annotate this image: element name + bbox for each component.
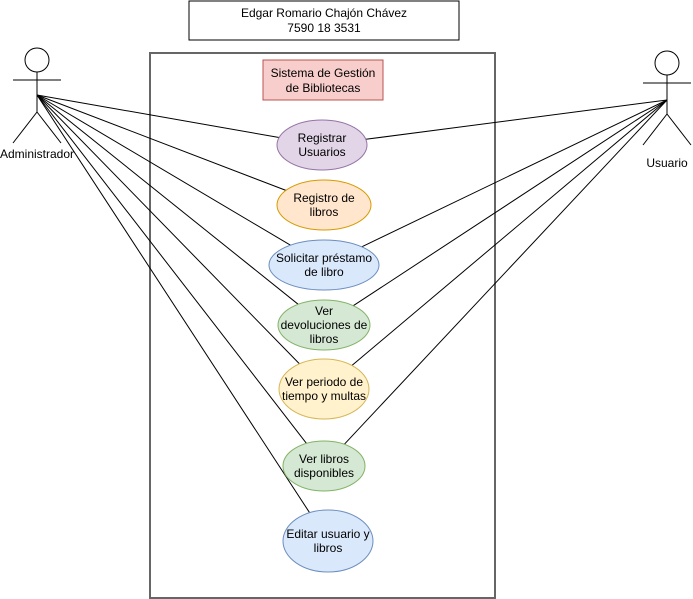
uc-ver-periodo-multas-label: Ver periodo de [285, 375, 363, 389]
uc-registro-libros-label: Registro de [293, 191, 355, 205]
uc-editar-usuario-libros-label: libros [314, 541, 343, 555]
uc-editar-usuario-libros-label: Editar usuario y [286, 527, 369, 541]
association-lines [36, 94, 668, 513]
association-user-uc-registrar-usuarios [365, 99, 668, 140]
association-user-uc-ver-libros-disponibles [343, 99, 668, 445]
uc-ver-libros-disponibles-shape [282, 440, 366, 492]
system-title: Sistema de Gestión de Bibliotecas [262, 59, 384, 101]
association-admin-uc-ver-periodo-multas [36, 94, 300, 365]
association-admin-uc-registrar-usuarios [36, 94, 280, 138]
uc-ver-libros-disponibles-label: disponibles [294, 466, 354, 480]
uc-registro-libros-shape [276, 179, 372, 231]
author-id: 7590 18 3531 [287, 21, 361, 35]
uc-registrar-usuarios-label: Usuarios [298, 145, 345, 159]
actor-usuario[interactable]: Usuario [642, 50, 692, 170]
uc-ver-devoluciones-label: devoluciones de [281, 318, 368, 332]
association-admin-uc-ver-libros-disponibles [36, 94, 307, 444]
uc-registrar-usuarios-label: Registrar [298, 131, 347, 145]
actor-administrador[interactable]: Administrador [0, 47, 74, 161]
author-header: Edgar Romario Chajón Chávez 7590 18 3531 [188, 0, 460, 41]
association-admin-uc-registro-libros [36, 94, 287, 191]
actor-administrador-label: Administrador [0, 147, 74, 161]
uc-ver-devoluciones-label: libros [310, 332, 339, 346]
uc-editar-usuario-libros-shape [282, 509, 374, 573]
uc-ver-periodo-multas-label: tiempo y multas [282, 389, 366, 403]
author-name: Edgar Romario Chajón Chávez [241, 6, 407, 20]
uc-ver-libros-disponibles-label: Ver libros [299, 452, 349, 466]
uc-solicitar-prestamo-label: Solicitar préstamo [276, 251, 372, 265]
association-admin-uc-ver-devoluciones [36, 94, 299, 305]
uc-ver-periodo-multas-shape [278, 358, 370, 420]
uc-ver-devoluciones-label: Ver [315, 304, 333, 318]
system-title-line1: Sistema de Gestión [271, 66, 376, 80]
actor-usuario-label: Usuario [646, 156, 688, 170]
uc-solicitar-prestamo-shape [268, 239, 380, 291]
uc-registrar-usuarios-shape [276, 119, 368, 171]
uc-registro-libros-label: libros [310, 205, 339, 219]
association-admin-uc-solicitar-prestamo [36, 94, 291, 246]
association-user-uc-solicitar-prestamo [361, 99, 668, 248]
system-title-line2: de Bibliotecas [286, 81, 361, 95]
association-user-uc-ver-devoluciones [353, 99, 668, 307]
association-admin-uc-editar-usuario-libros [36, 94, 311, 513]
system-boundary [149, 52, 496, 599]
uc-solicitar-prestamo-label: de libro [304, 265, 344, 279]
uc-ver-devoluciones-shape [277, 299, 371, 351]
association-user-uc-ver-periodo-multas [351, 99, 668, 366]
